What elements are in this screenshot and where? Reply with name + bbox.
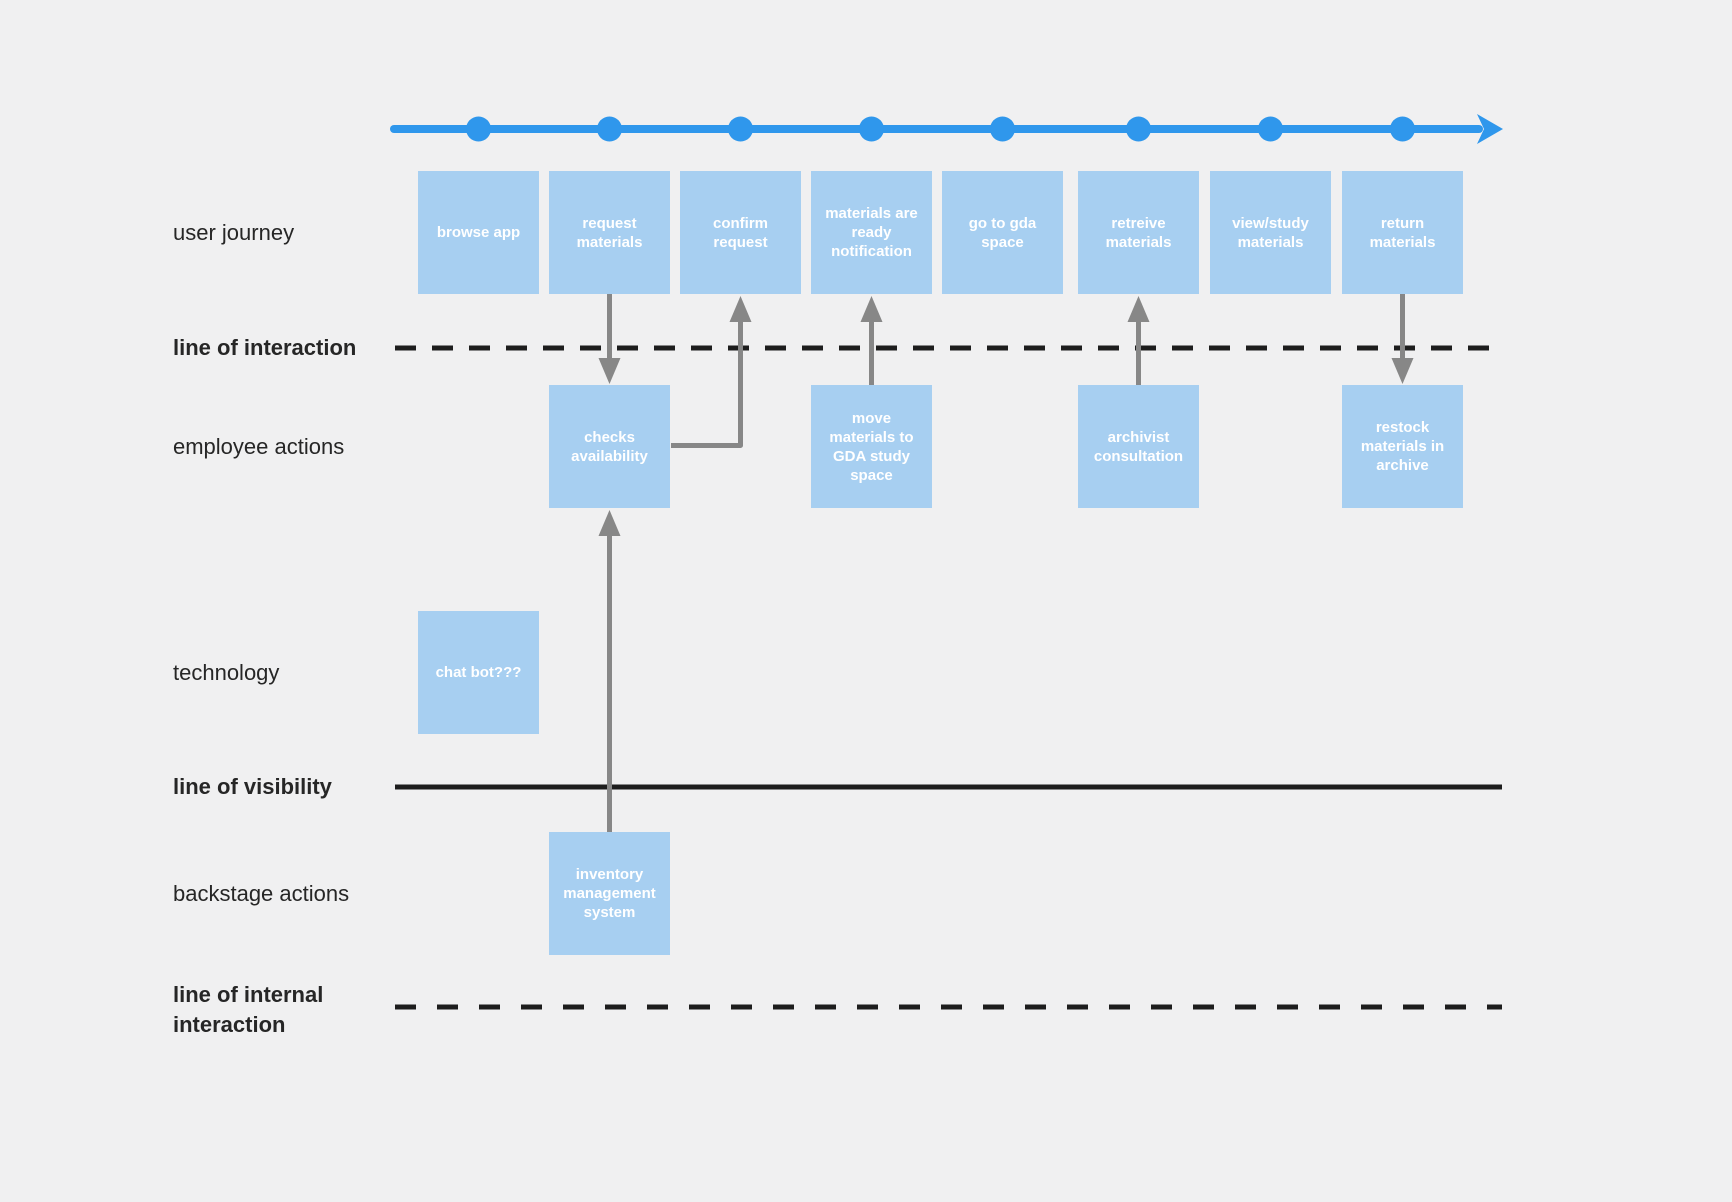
backstage-note-inventory-management[interactable]: inventory management system [549,832,670,955]
note-label: archivist consultation [1093,428,1184,465]
timeline-arrowhead-icon [1477,114,1503,144]
note-label: return materials [1369,214,1436,251]
lane-label-line-of-interaction: line of interaction [173,335,357,360]
journey-note-browse-app[interactable]: browse app [418,171,539,294]
journey-note-retreive-materials[interactable]: retreive materials [1078,171,1199,294]
note-label: inventory management system [563,866,656,921]
arrowhead-up-icon [860,296,883,322]
employee-note-checks-availability[interactable]: checks availability [549,385,670,508]
timeline-dot [597,116,622,142]
arrow-checks-to-confirm [671,322,743,448]
timeline-dot [466,116,491,142]
lane-label-user-journey: user journey [173,220,295,245]
note-label: restock materials in archive [1360,419,1445,474]
note-label: move materials to GDA study space [829,409,914,484]
arrowhead-up-icon [729,296,752,322]
journey-note-return-materials[interactable]: return materials [1342,171,1463,294]
timeline-dot [1390,116,1415,142]
journey-note-request-materials[interactable]: request materials [549,171,670,294]
arrowhead-down-icon [598,358,621,384]
timeline-dot [990,116,1015,142]
technology-note-chat-bot[interactable]: chat bot??? [418,611,539,734]
timeline-dot [728,116,753,142]
timeline-dot [1258,116,1283,142]
journey-note-confirm-request[interactable]: confirm request [680,171,801,294]
lane-label-employee-actions: employee actions [173,434,345,459]
note-label: request materials [576,214,643,251]
lane-label-backstage-actions: backstage actions [173,881,350,906]
note-label: materials are ready notification [825,205,918,260]
arrowhead-up-icon [598,510,621,536]
journey-note-materials-ready[interactable]: materials are ready notification [811,171,932,294]
note-label: chat bot??? [435,664,522,681]
lane-label-technology: technology [173,660,280,685]
employee-note-move-materials[interactable]: move materials to GDA study space [811,385,932,508]
journey-note-go-to-gda-space[interactable]: go to gda space [942,171,1063,294]
arrowhead-up-icon [1127,296,1150,322]
timeline-dot [859,116,884,142]
note-label: retreive materials [1105,214,1172,251]
note-label: go to gda space [968,214,1037,251]
arrowhead-down-icon [1391,358,1414,384]
note-label: confirm request [712,214,768,251]
note-label: browse app [436,224,521,241]
journey-note-view-study-materials[interactable]: view/study materials [1210,171,1331,294]
timeline-dot [1126,116,1151,142]
note-label: checks availability [571,428,648,465]
lane-label-line-of-visibility: line of visibility [173,774,332,799]
employee-note-archivist-consultation[interactable]: archivist consultation [1078,385,1199,508]
employee-note-restock-materials[interactable]: restock materials in archive [1342,385,1463,508]
lane-label-line-of-internal-interaction: line of internal interaction [173,982,324,1037]
note-label: view/study materials [1232,214,1309,251]
